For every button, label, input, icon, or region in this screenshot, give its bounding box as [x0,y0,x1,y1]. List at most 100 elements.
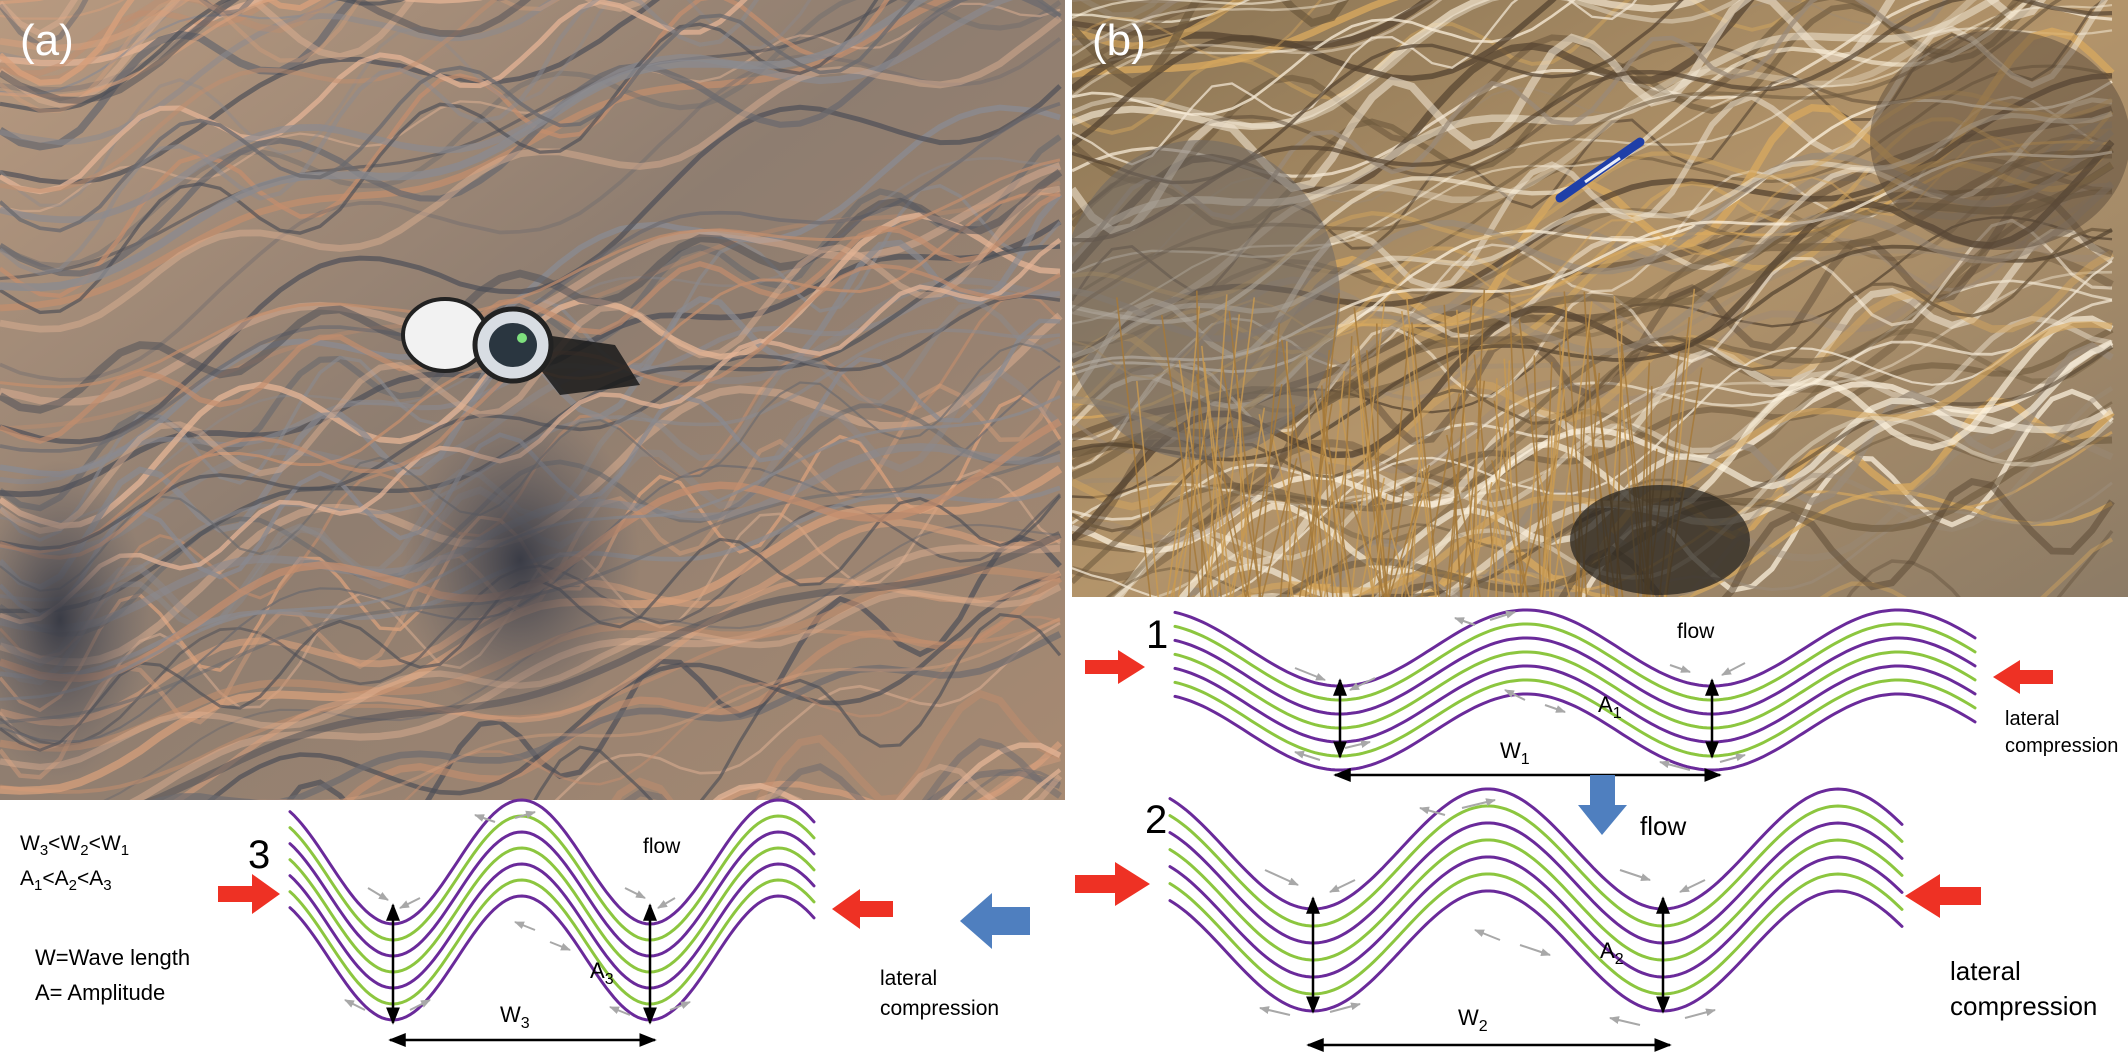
grass-blade [1387,485,1406,597]
rock-band [1414,489,2113,597]
grass-blade [1533,454,1571,597]
grass-blade [1487,397,1508,597]
rock-band [1072,0,1808,135]
grass-blade [1406,297,1437,597]
slip-arrow [669,1001,691,1011]
fold-layer [288,846,816,974]
slip-arrow [1684,1008,1716,1019]
pen-icon [1555,137,1645,203]
fold-layer [1168,821,1904,945]
rock-band [611,689,1062,800]
panel-b-label: (b) [1092,16,1146,65]
rock-band [1072,0,1742,129]
compression-label-2b: compression [1950,991,2097,1021]
fold-layer [1168,804,1904,928]
grass-blade [1203,362,1232,597]
slip-arrow [409,999,431,1011]
rock-band [342,575,1063,800]
grass-blade [1371,493,1388,597]
compression-label-3b: compression [880,997,999,1020]
rock-band [0,158,1061,389]
transition-flow-label: flow [1640,811,1686,841]
fold-layer [1173,622,1977,702]
grass-blade [1394,472,1431,597]
stage-2-number: 2 [1145,798,1167,842]
slip-arrow [1474,929,1501,941]
legend-amplitude-relation: A1<A2<A3 [20,867,112,894]
slip-arrow [1721,662,1746,676]
rock-band [1447,385,2114,597]
grass-blade [1172,306,1201,597]
dark-layer [400,400,640,720]
slip-arrow [1344,740,1371,749]
grass-blade [1503,360,1511,597]
fold-stage-1: 1 flow A1 W1 lateral compression [1085,608,2118,782]
grass-blade [1491,460,1529,597]
rock-band [0,0,812,208]
rock-band [0,0,274,77]
legend-wavelength-relation: W3<W2<W1 [20,832,129,859]
rock-band [0,0,661,185]
wavelength-label-1: W1 [1500,738,1530,768]
grass-blade [1231,407,1266,597]
rock-band [1072,0,2047,235]
grass-blade [1401,311,1437,597]
fold-layer [1173,692,1977,772]
slip-arrow [1719,753,1746,763]
grass-blade [1518,454,1558,597]
rock-band [250,617,1061,800]
slip-arrow [1489,610,1516,621]
compression-arrow-left-1 [1085,650,1145,684]
amplitude-label-3: A3 [590,958,614,988]
grass-blade [1238,398,1244,597]
rock-band [0,0,190,52]
slip-arrow [1264,869,1299,886]
slip-arrow [1609,1016,1641,1026]
grass-blade [1258,414,1294,597]
photo-b [1072,0,2128,597]
fold-layer [288,814,816,942]
grass-blade [1245,384,1283,597]
grass-blade [1351,503,1386,597]
transition-arrow-down [1578,775,1627,835]
grass-blade [1188,410,1196,597]
legend: W3<W2<W1 A1<A2<A3 W=Wave length A= Ampli… [20,832,190,1005]
grass-blade [1443,304,1462,597]
rock-band [0,15,1063,333]
compression-label-2a: lateral [1950,956,2021,986]
slip-arrow [399,897,421,909]
fold-layers-2 [1168,787,1904,1013]
fold-layers-1 [1173,608,1977,772]
fold-layer [288,862,816,990]
grass-blade [1411,322,1440,597]
slip-arrow [1329,1002,1361,1013]
grass-blade [1196,290,1204,597]
fold-layer [1173,608,1977,688]
slip-arrow [367,887,389,901]
rock-band [1072,0,1443,98]
fold-layers-3 [288,798,816,1022]
grass-blade [1313,390,1352,597]
grass-blade [1493,400,1529,597]
compression-arrow-left-2 [1075,862,1150,906]
grass-blade [1338,400,1375,597]
grass-blade [1540,306,1568,597]
amplitude-label-1: A1 [1598,692,1622,722]
compression-label-3a: lateral [880,967,937,990]
dry-grass [1116,288,1703,597]
rock-band [404,615,1061,800]
slip-arrow [1294,667,1326,681]
slip-arrow [549,941,571,951]
fold-layer [1168,855,1904,979]
rock-band [0,190,1062,444]
grass-blade [1388,464,1431,597]
rock-band [1354,431,2113,597]
fold-layer [1168,838,1904,962]
grass-blade [1161,315,1203,597]
rock-band [0,807,1060,1058]
grass-blade [1177,401,1211,597]
fold-layer [1173,650,1977,730]
grass-blade [1384,328,1411,597]
grass-blade [1404,491,1421,597]
transition-arrow-left [960,893,1030,949]
